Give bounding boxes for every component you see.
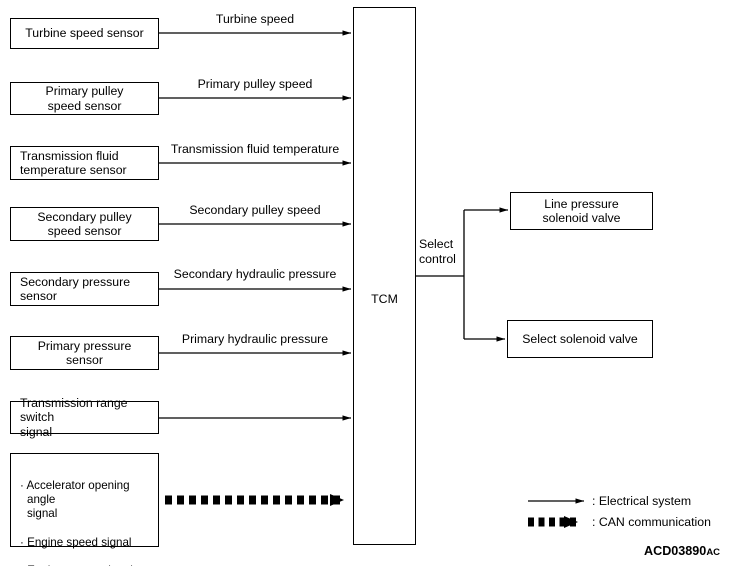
input-box-transmission-fluid-temperature-sensor[interactable]: Transmission fluid temperature sensor [10,146,159,180]
edge-label-secondary-pulley-speed: Secondary pulley speed [189,203,321,217]
input-box-primary-pulley-speed-sensor[interactable]: Primary pulley speed sensor [10,82,159,115]
can-signal-item: · Accelerator opening angle signal [20,478,130,520]
can-signal-item: · Engine torque signal [20,564,158,566]
figure-code: ACD03890AC [644,542,720,560]
input-box-label: Primary pulley speed sensor [45,84,124,113]
edge-label-primary-pulley-speed: Primary pulley speed [197,77,313,91]
input-box-secondary-pulley-speed-sensor[interactable]: Secondary pulley speed sensor [10,207,159,241]
edge-label-turbine-speed: Turbine speed [215,12,295,26]
legend-label-electrical-system: : Electrical system [592,494,692,508]
input-box-transmission-range-switch-signal[interactable]: Transmission range switch signal [10,396,159,439]
tcm-box[interactable] [353,7,416,545]
tcm-label: TCM [371,292,398,306]
input-box-label: Transmission range switch signal [20,395,128,439]
output-box-label: Line pressure solenoid valve [542,196,621,226]
input-box-can-signals[interactable]: · Accelerator opening angle signal · Eng… [10,453,159,566]
output-branch-select-control [416,207,509,342]
edge-label-transmission-fluid-temperature: Transmission fluid temperature [170,142,340,156]
output-box-line-pressure-solenoid-valve[interactable]: Line pressure solenoid valve [510,192,653,230]
edge-label-primary-hydraulic-pressure: Primary hydraulic pressure [181,332,329,346]
input-box-secondary-pressure-sensor[interactable]: Secondary pressure sensor [10,272,159,306]
output-box-select-solenoid-valve[interactable]: Select solenoid valve [507,320,653,358]
figure-code-suffix: AC [706,547,721,558]
input-box-label: Transmission fluid temperature sensor [20,148,127,178]
edge-label-secondary-hydraulic-pressure: Secondary hydraulic pressure [173,267,337,281]
input-box-primary-pressure-sensor[interactable]: Primary pressure sensor [10,336,159,370]
input-box-label: Secondary pressure sensor [20,274,131,304]
select-control-label: Select control [419,237,456,266]
output-box-label: Select solenoid valve [522,331,638,346]
input-box-turbine-speed-sensor[interactable]: Turbine speed sensor [10,18,159,49]
input-box-label: Turbine speed sensor [25,26,144,41]
can-signal-item: · Engine speed signal [20,535,132,549]
legend-label-can-communication: : CAN communication [592,515,711,529]
input-box-label: Primary pressure sensor [37,338,132,368]
input-box-label: Secondary pulley speed sensor [37,209,132,239]
figure-code-main: ACD03890 [644,544,707,558]
